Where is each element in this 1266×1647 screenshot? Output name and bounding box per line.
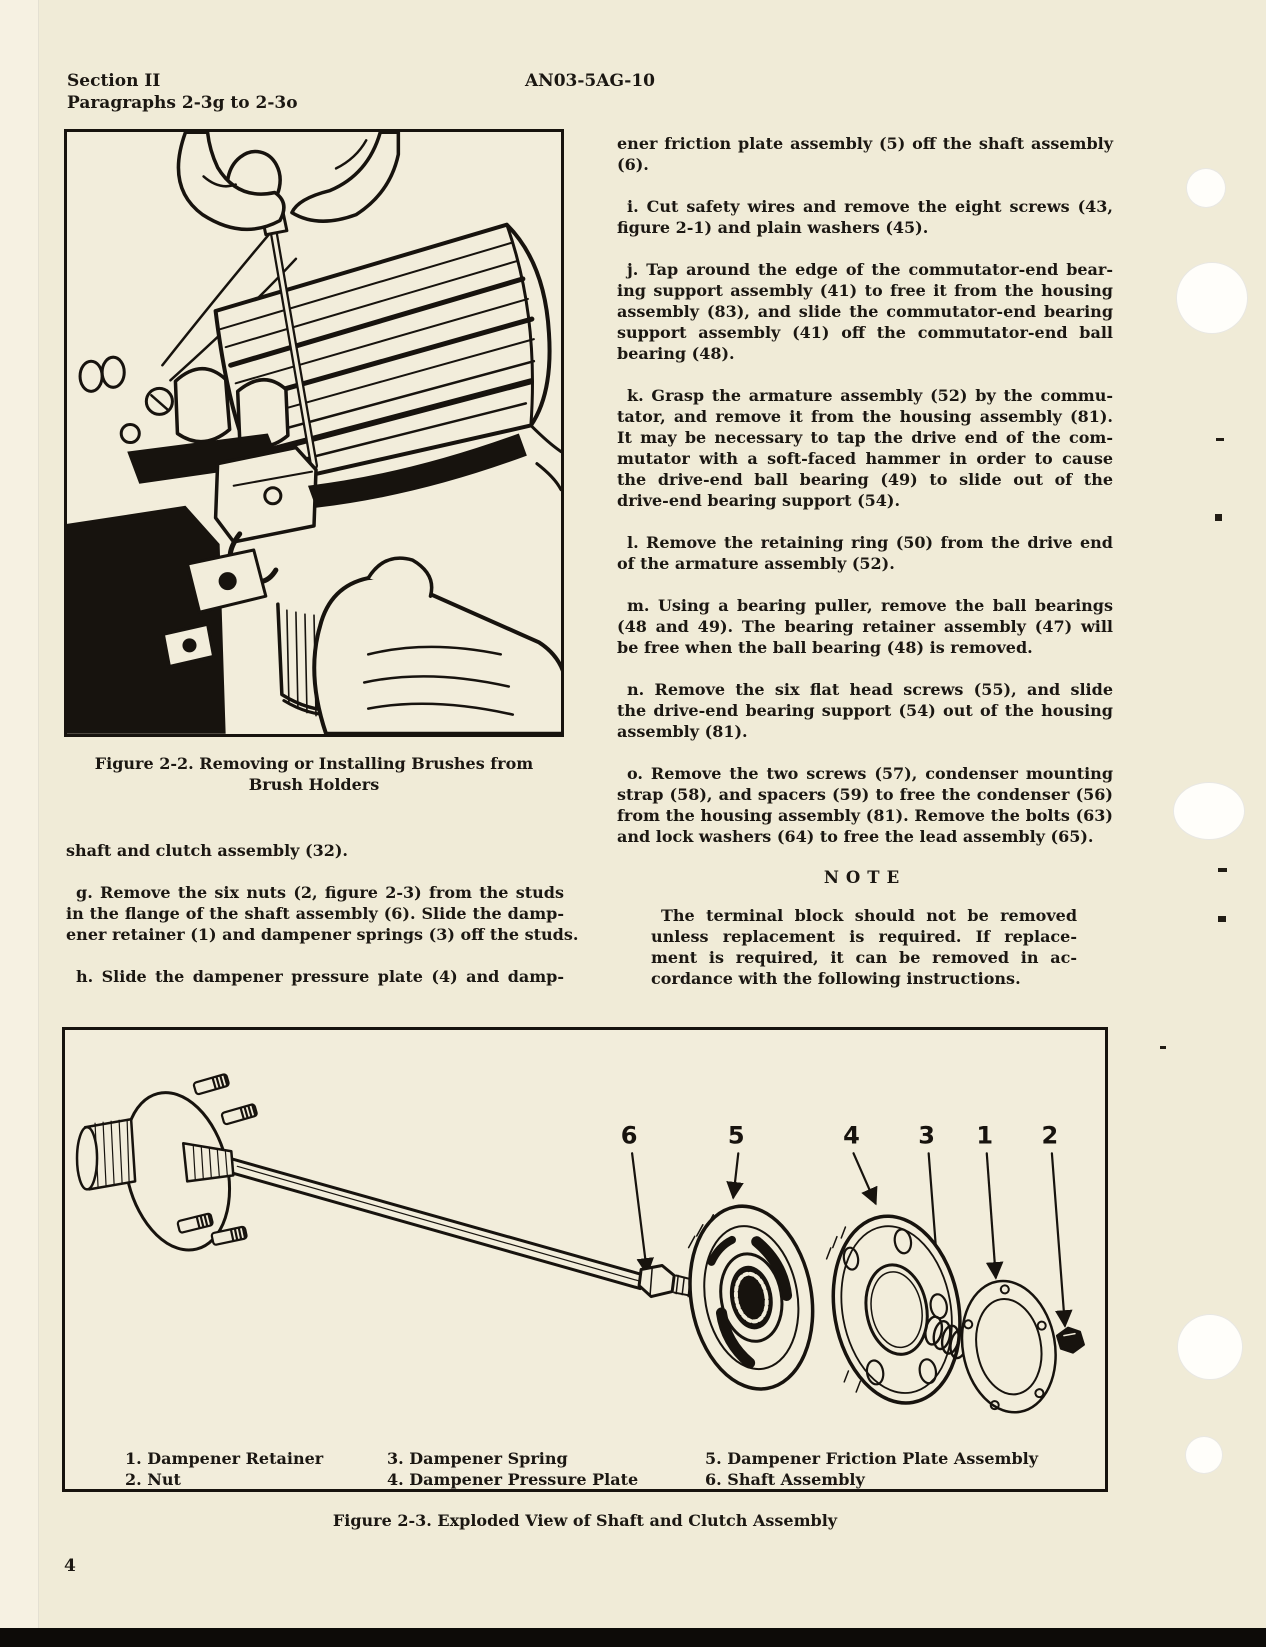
legend-item-1: 1. Dampener Retainer <box>125 1449 324 1468</box>
callout-2: 2 <box>1042 1121 1059 1149</box>
paragraph-i: i. Cut safety wires and remove the eight… <box>617 197 1113 237</box>
scan-speck <box>1218 916 1226 922</box>
left-text-column: shaft and clutch assembly (32). g. Remov… <box>66 840 579 1008</box>
punch-hole <box>1186 168 1226 208</box>
figure-2-2-caption: Figure 2-2. Removing or Installing Brush… <box>64 753 564 795</box>
paragraph-h: h. Slide the dampener pressure plate (4)… <box>76 967 564 986</box>
paragraph-continuation-left: shaft and clutch assembly (32). <box>66 841 348 860</box>
callout-1: 1 <box>976 1121 993 1149</box>
scan-speck <box>1218 868 1227 872</box>
figure-2-3-box: 6 5 4 3 1 2 <box>62 1027 1108 1492</box>
punch-hole <box>1185 1436 1223 1474</box>
scan-left-edge <box>0 0 39 1647</box>
figure-2-2-caption-line1: Figure 2-2. Removing or Installing Brush… <box>94 754 534 773</box>
figure-2-2-caption-line2: Brush Holders <box>248 775 380 794</box>
note-heading: NOTE <box>823 868 907 887</box>
figure-2-3-caption: Figure 2-3. Exploded View of Shaft and C… <box>332 1511 838 1530</box>
scan-speck <box>1215 514 1222 521</box>
paragraph-l: l. Remove the retaining ring (50) from t… <box>617 533 1113 573</box>
callout-5: 5 <box>728 1121 745 1149</box>
paragraph-range: Paragraphs 2-3g to 2-3o <box>67 93 298 113</box>
paragraph-m: m. Using a bearing puller, remove the ba… <box>617 596 1113 657</box>
callout-6: 6 <box>621 1121 638 1149</box>
document-number: AN03-5AG-10 <box>524 71 655 91</box>
section-heading: Section II <box>67 71 161 91</box>
figure-2-2-box <box>64 129 564 737</box>
scan-bottom-edge <box>0 1628 1266 1647</box>
punch-hole <box>1177 1314 1243 1380</box>
brush-removal-illustration <box>67 132 561 734</box>
right-text-column: ener friction plate assembly (5) off the… <box>617 133 1113 1010</box>
legend-item-4: 4. Dampener Pressure Plate <box>387 1470 639 1489</box>
punch-hole <box>1173 782 1245 840</box>
callout-3: 3 <box>918 1121 935 1149</box>
paragraph-n: n. Remove the six flat head screws (55),… <box>617 680 1113 741</box>
paragraph-o: o. Remove the two screws (57), condenser… <box>617 764 1113 846</box>
legend-item-3: 3. Dampener Spring <box>387 1449 568 1468</box>
scan-speck <box>1216 438 1224 441</box>
legend-item-6: 6. Shaft Assembly <box>705 1470 865 1489</box>
paragraph-k: k. Grasp the armature assembly (52) by t… <box>617 386 1113 510</box>
note-body: The terminal block should not be removed… <box>651 906 1077 988</box>
scan-speck <box>1160 1046 1166 1049</box>
paragraph-j: j. Tap around the edge of the commutator… <box>617 260 1113 363</box>
paragraph-g: g. Remove the six nuts (2, figure 2-3) f… <box>66 883 579 944</box>
page-number: 4 <box>64 1556 76 1576</box>
punch-hole <box>1176 262 1248 334</box>
legend-item-2: 2. Nut <box>125 1470 181 1489</box>
exploded-view-illustration: 6 5 4 3 1 2 <box>75 1073 1085 1414</box>
paragraph-continuation-right: ener friction plate assembly (5) off the… <box>617 134 1113 174</box>
callout-4: 4 <box>843 1121 860 1149</box>
legend-item-5: 5. Dampener Friction Plate Assembly <box>705 1449 1039 1468</box>
